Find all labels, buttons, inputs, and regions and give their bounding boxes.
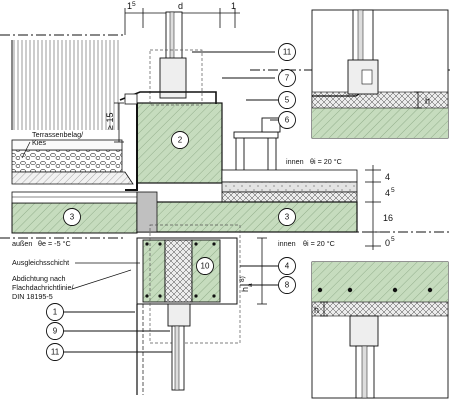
lower-window-head (167, 303, 191, 327)
dim-bottom: 0 (385, 238, 390, 248)
dim-layer-2: 4 (385, 188, 390, 198)
callout-11-top (278, 43, 296, 61)
label-terrace: Terrassenbelag/ (32, 130, 83, 139)
dim-top-middle: d (178, 1, 183, 11)
svg-text:4: 4 (285, 262, 290, 271)
detail-inset-top (311, 9, 449, 139)
svg-text:9: 9 (53, 327, 58, 336)
label-outside: außen (12, 239, 32, 248)
callout-6 (278, 111, 296, 129)
svg-text:10: 10 (201, 262, 210, 271)
label-outside-temp: θe = -5 °C (38, 239, 71, 248)
label-seal-3: DIN 18195-5 (12, 292, 53, 301)
label-leveling: Ausgleichsschicht (12, 258, 69, 267)
dim-top-left-sup: 5 (132, 1, 136, 8)
callout-5 (278, 91, 296, 109)
callout-9 (46, 322, 64, 340)
terrace-pavers (11, 139, 123, 151)
callout-3-left (63, 208, 81, 226)
svg-text:8: 8 (285, 281, 290, 290)
callout-group (46, 43, 296, 361)
callout-2 (171, 131, 189, 149)
svg-text:5: 5 (285, 96, 290, 105)
label-seal-1: Abdichtung nach (12, 274, 66, 283)
callout-7 (278, 69, 296, 87)
dim-top-left: 1 (127, 1, 132, 11)
label-inside-top: innen (286, 157, 304, 166)
label-terrace-2: Kies (32, 138, 46, 147)
callout-11-bottom (46, 343, 64, 361)
callout-numbers: 11 7 5 6 2 3 3 10 4 8 1 9 11 (51, 48, 292, 357)
inside-screed (221, 181, 358, 193)
dim-layer-2-sup: 5 (391, 187, 395, 194)
detail-h-bottom: h (314, 305, 319, 315)
dim-bottom-sup: 5 (391, 236, 395, 243)
svg-text:3: 3 (285, 213, 290, 222)
floor-furniture (233, 117, 281, 170)
outside-insulation (11, 171, 134, 185)
dim-lintel: h (240, 287, 250, 292)
step-dimension (114, 102, 124, 143)
label-inside-top-temp: θi = 20 °C (310, 157, 342, 166)
svg-text:2: 2 (178, 136, 183, 145)
dim-slab: 16 (383, 213, 393, 223)
svg-text:11: 11 (283, 48, 292, 57)
detail-inset-bottom (311, 261, 449, 399)
svg-text:3: 3 (70, 213, 75, 222)
dim-step-height: ≥ 15 (105, 113, 115, 130)
dim-top-right: 1 (231, 1, 236, 11)
dim-layer-1: 4 (385, 172, 390, 182)
callout-4 (278, 257, 296, 275)
top-dimension (124, 8, 240, 35)
railing-hatch (12, 40, 120, 130)
svg-text:7: 7 (285, 74, 290, 83)
svg-text:11: 11 (51, 348, 60, 357)
callout-10 (196, 257, 214, 275)
label-seal-2: Flachdachrichtlinie/ (12, 283, 74, 292)
label-inside-mid-temp: θi = 20 °C (303, 239, 335, 248)
label-inside-mid: innen (278, 239, 296, 248)
gravel-layer (11, 149, 123, 173)
right-dimension (365, 165, 381, 250)
inside-insulation (221, 191, 358, 203)
dim-lintel-sup: 8) (239, 276, 246, 282)
main-slab (136, 201, 358, 233)
detail-h-top: h (425, 96, 430, 106)
lintel-dimension (257, 237, 267, 305)
callout-1 (46, 303, 64, 321)
callout-3-right (278, 208, 296, 226)
callout-8 (278, 276, 296, 294)
svg-text:6: 6 (285, 116, 290, 125)
inside-floor-finish (221, 169, 358, 183)
svg-text:1: 1 (53, 308, 58, 317)
